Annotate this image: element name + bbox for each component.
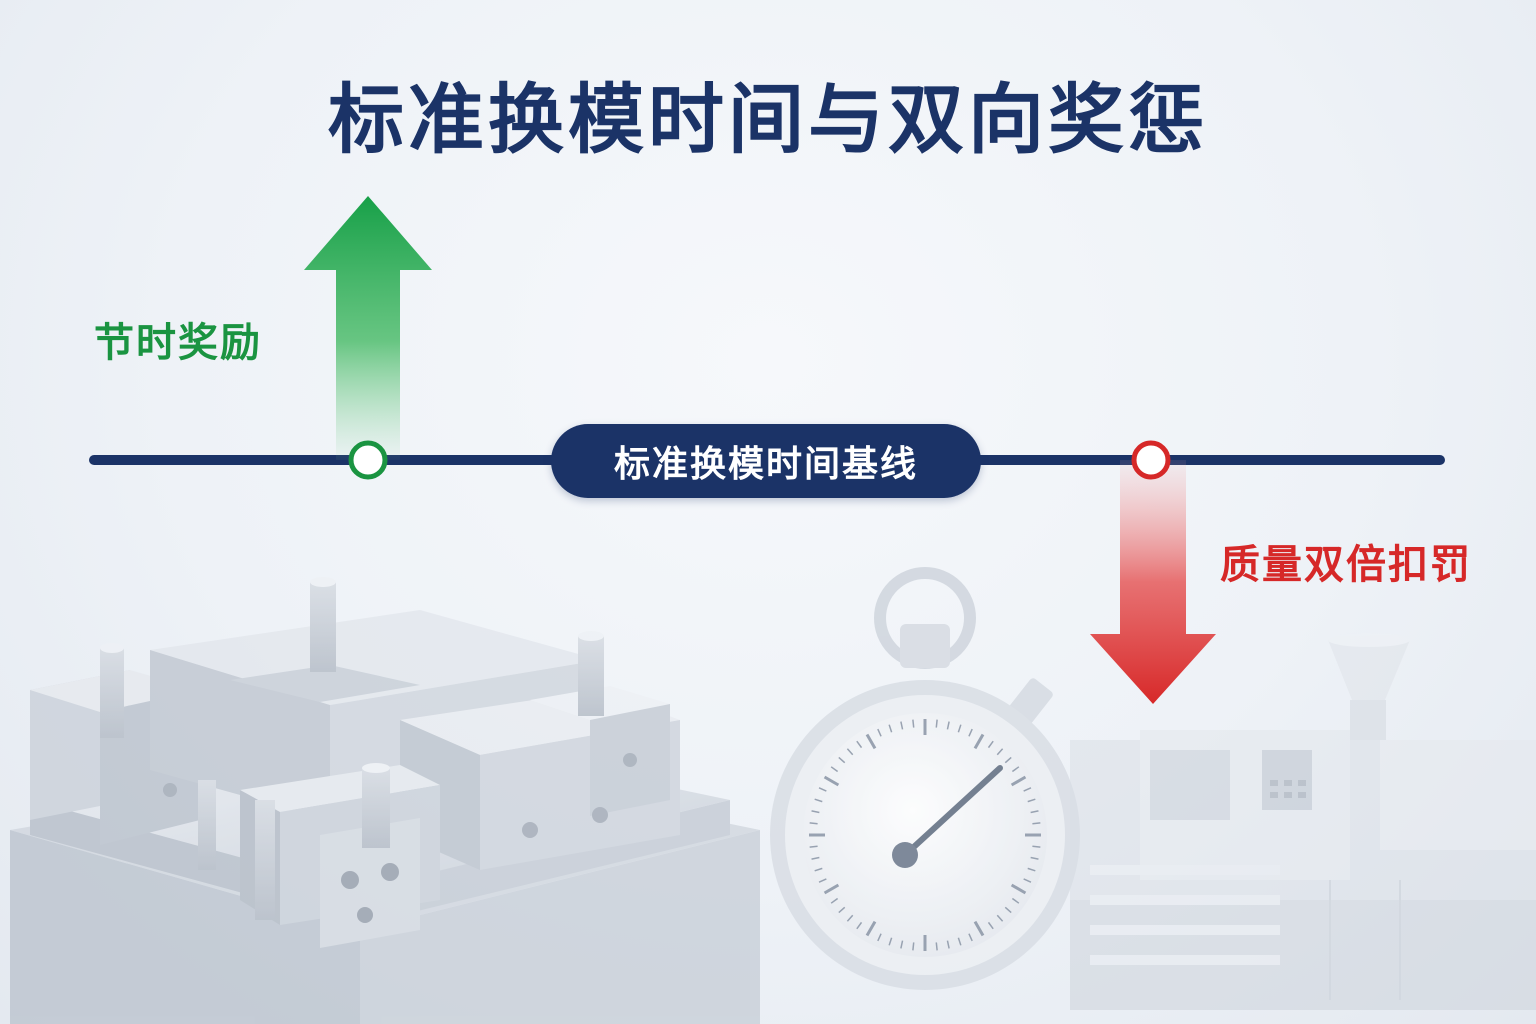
stopwatch-tick xyxy=(888,937,893,946)
stopwatch-tick xyxy=(946,721,950,730)
stopwatch-tick xyxy=(814,867,823,872)
stopwatch-tick xyxy=(1027,867,1036,872)
stopwatch-tick xyxy=(818,878,827,883)
stopwatch-tick xyxy=(912,719,915,728)
stopwatch-tick xyxy=(856,740,863,749)
penalty-label: 质量双倍扣罚 xyxy=(1220,542,1472,588)
stopwatch-tick xyxy=(973,733,985,750)
stopwatch-tick xyxy=(1023,787,1032,792)
stopwatch-tick xyxy=(996,914,1004,922)
stopwatch-tick xyxy=(830,897,839,904)
stopwatch-tick xyxy=(987,740,994,749)
stopwatch-tick xyxy=(811,856,820,860)
stopwatch-tick xyxy=(973,920,985,937)
stopwatch-ticks xyxy=(809,719,1041,951)
stopwatch-tick xyxy=(1004,756,1012,764)
injection-machine-icon xyxy=(1070,633,1536,1010)
reward-label: 节时奖励 xyxy=(94,320,262,366)
stopwatch-tick xyxy=(830,766,839,773)
baseline-label-pill: 标准换模时间基线 xyxy=(551,424,981,498)
stopwatch-tick xyxy=(838,756,846,764)
stopwatch-tick xyxy=(1023,878,1032,883)
penalty-marker xyxy=(1131,440,1171,480)
stopwatch-tick xyxy=(1011,897,1020,904)
stopwatch-tick xyxy=(1004,906,1012,914)
stopwatch-tick xyxy=(1027,798,1036,803)
stopwatch-tick xyxy=(838,906,846,914)
stopwatch-tick xyxy=(968,933,973,942)
stopwatch-tick xyxy=(900,940,904,949)
stopwatch-tick xyxy=(1011,766,1020,773)
reward-marker xyxy=(348,440,388,480)
stopwatch-tick xyxy=(846,914,854,922)
stopwatch-tick xyxy=(957,724,962,733)
stopwatch-tick xyxy=(865,733,877,750)
stopwatch-tick xyxy=(856,921,863,930)
stopwatch-tick xyxy=(1032,845,1041,848)
stopwatch-tick xyxy=(1030,856,1039,860)
stopwatch-tick xyxy=(846,748,854,756)
stopwatch-tick xyxy=(935,719,938,728)
stopwatch-tick xyxy=(877,728,882,737)
stopwatch-tick xyxy=(865,920,877,937)
stopwatch-tick xyxy=(946,940,950,949)
penalty-arrow xyxy=(1090,460,1216,704)
stopwatch-tick xyxy=(809,822,818,825)
stopwatch-tick xyxy=(912,942,915,951)
stopwatch-icon xyxy=(770,567,1080,990)
stopwatch-tick xyxy=(823,883,840,895)
stopwatch-tick xyxy=(935,942,938,951)
baseline-label: 标准换模时间基线 xyxy=(613,444,918,485)
stopwatch-tick xyxy=(957,937,962,946)
stopwatch-tick xyxy=(987,921,994,930)
stopwatch-tick xyxy=(818,787,827,792)
stopwatch-tick xyxy=(814,798,823,803)
stopwatch-tick xyxy=(900,721,904,730)
diagram-title: 标准换模时间与双向奖惩 xyxy=(328,75,1208,164)
stopwatch-tick xyxy=(1032,822,1041,825)
stopwatch-tick xyxy=(809,845,818,848)
stopwatch-tick xyxy=(888,724,893,733)
stopwatch-tick xyxy=(968,728,973,737)
stopwatch-tick xyxy=(877,933,882,942)
stopwatch-tick xyxy=(823,775,840,787)
stopwatch-tick xyxy=(996,748,1004,756)
reward-arrow xyxy=(304,196,432,460)
stopwatch-tick xyxy=(1010,775,1027,787)
mold-assembly-icon xyxy=(10,577,760,1024)
stopwatch-tick xyxy=(1010,883,1027,895)
stopwatch-tick xyxy=(811,810,820,814)
stopwatch-tick xyxy=(1030,810,1039,814)
